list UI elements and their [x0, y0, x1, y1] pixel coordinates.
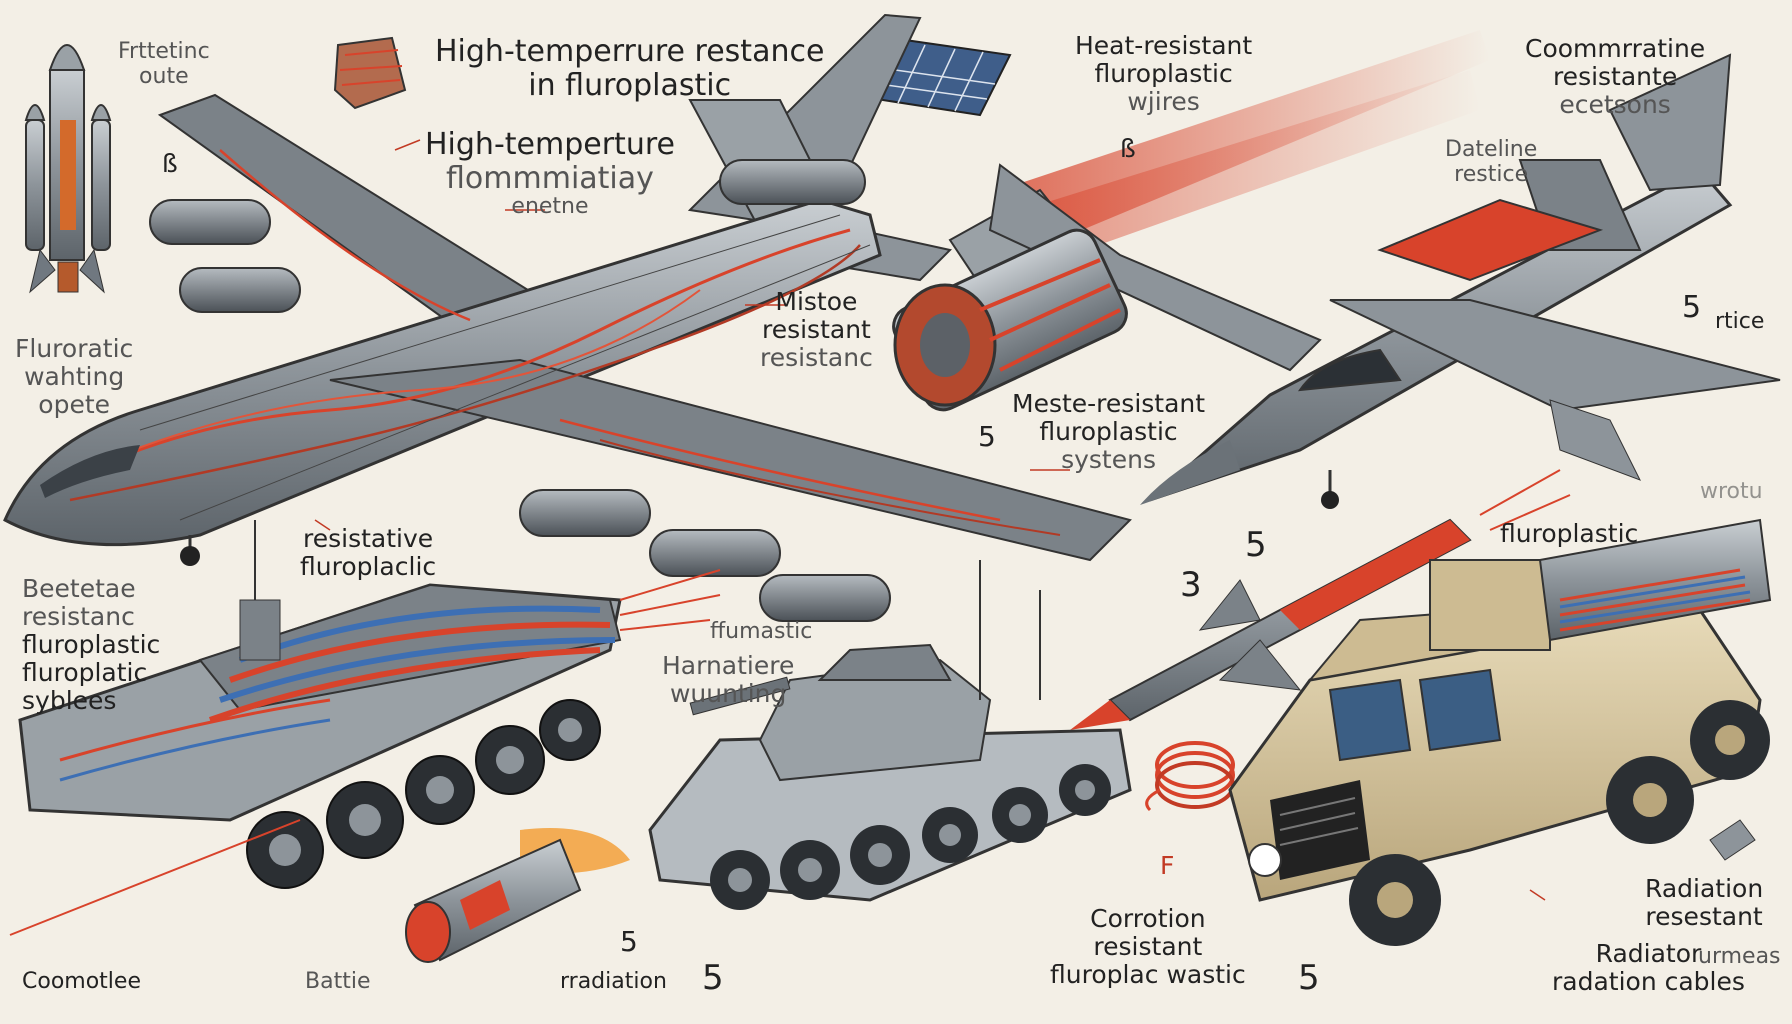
- label-f-mark: F: [1160, 851, 1175, 880]
- engine-pod-icon: [892, 30, 1490, 412]
- humvee-icon: [1228, 518, 1772, 946]
- label-bottom-battie: Battie: [305, 969, 371, 994]
- label-fighter-mark: ß: [1120, 134, 1136, 163]
- wire-bundle-icon: [333, 36, 407, 110]
- airliner-icon: [3, 13, 1132, 622]
- cylinder-icon: [405, 828, 630, 963]
- fighter-jet-icon: [1140, 53, 1781, 509]
- label-corrotion-num: 5: [1298, 958, 1320, 998]
- label-faded-right: wrotu: [1700, 479, 1763, 504]
- label-radiator-faded: urmeas: [1698, 944, 1781, 969]
- label-radiation-num-small: 5: [620, 925, 638, 958]
- label-right-five: 5: [1682, 290, 1702, 325]
- label-mid-three: 3: [1180, 565, 1202, 605]
- leader-lines: [314, 139, 1546, 901]
- cable-coil-icon: [1145, 741, 1235, 812]
- label-right-rtice: rtice: [1715, 309, 1765, 334]
- tank-icon: [648, 560, 1132, 910]
- label-bottom-left: Coomotlee: [22, 969, 141, 994]
- missile-icon: [1070, 469, 1571, 730]
- rocket-icon: [24, 44, 112, 294]
- label-mid-five: 5: [1245, 525, 1267, 565]
- label-bottom-radiation: rradiation: [560, 969, 667, 994]
- label-fumastic: ffumastic: [710, 619, 813, 644]
- armored-truck-icon: [9, 520, 721, 936]
- label-meste-num: 5: [978, 420, 996, 453]
- label-fluoroplastic-mid: fluroplastic: [1500, 519, 1639, 548]
- label-rocket-mark: ß: [162, 149, 178, 178]
- label-radiation-num-big: 5: [702, 958, 724, 998]
